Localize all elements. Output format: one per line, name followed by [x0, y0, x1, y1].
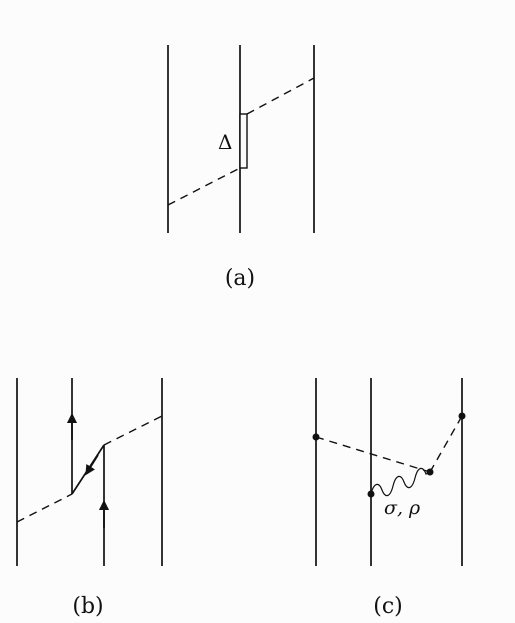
pion-dashed-line-b-lower: [16, 493, 73, 523]
vertex-dot-c-center: [426, 468, 434, 476]
meson-wavy-line: [370, 467, 431, 497]
panel-a-label: (a): [225, 266, 255, 291]
panel-c-label: (c): [373, 594, 403, 619]
vertex-dot-c-left: [312, 433, 320, 441]
pion-dashed-line-a-lower: [167, 167, 241, 206]
vertex-dot-c-middle: [367, 490, 375, 498]
pion-dashed-line-b-upper: [103, 415, 163, 446]
panel-a: Δ (a): [167, 45, 315, 291]
pion-dashed-line-c-left: [315, 436, 431, 473]
vertex-dot-c-right: [458, 412, 466, 420]
pion-dashed-line-c-right: [429, 415, 463, 473]
exchange-meson-label: σ, ρ: [384, 497, 421, 519]
panel-c: σ, ρ (c): [312, 378, 466, 619]
diagonal-arrow: [85, 454, 99, 476]
delta-isobar-box: [239, 113, 248, 169]
panel-b-label: (b): [72, 594, 103, 619]
pion-dashed-line-a-upper: [246, 77, 315, 115]
panel-b: (b): [16, 378, 163, 619]
delta-symbol: Δ: [218, 130, 232, 154]
